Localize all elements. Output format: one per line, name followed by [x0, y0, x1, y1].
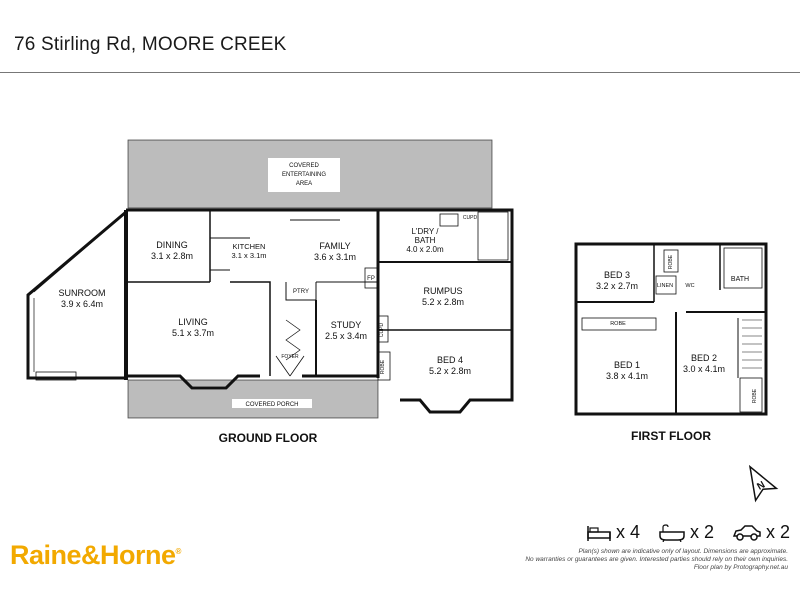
bathrooms-count: x 2: [689, 522, 714, 542]
bed4-label: BED 4: [437, 355, 463, 365]
disclaimer-line: Plan(s) shown are indicative only of lay…: [578, 548, 788, 555]
disclaimer-line: No warranties or guarantees are given. I…: [525, 556, 788, 563]
bed3-label: BED 3: [604, 270, 630, 280]
car-icon: [732, 524, 761, 541]
covered-area-label: AREA: [296, 181, 312, 187]
robe-label: ROBE: [610, 321, 626, 327]
wc-label: WC: [685, 283, 694, 289]
covered-area-label: COVERED: [289, 163, 319, 169]
study-label: STUDY: [331, 320, 362, 330]
bath-icon: [659, 523, 685, 542]
covered-porch-label: COVERED PORCH: [245, 402, 298, 408]
linen-label: LINEN: [657, 283, 673, 289]
rumpus-size: 5.2 x 2.8m: [422, 297, 464, 307]
bedrooms-count: x 4: [615, 522, 640, 542]
rumpus-label: RUMPUS: [423, 286, 462, 296]
registered-mark: ®: [175, 547, 182, 556]
kitchen-label: KITCHEN: [233, 242, 266, 251]
bed1-label: BED 1: [614, 360, 640, 370]
bed1-size: 3.8 x 4.1m: [606, 371, 648, 381]
feature-summary: x 4 x 2 x 2: [586, 522, 790, 543]
cars-feature: x 2: [732, 522, 790, 543]
family-size: 3.6 x 3.1m: [314, 252, 356, 262]
laundry-label-2: BATH: [415, 236, 436, 245]
robe-label: ROBE: [668, 254, 674, 269]
laundry-size: 4.0 x 2.0m: [406, 245, 444, 254]
disclaimer: Plan(s) shown are indicative only of lay…: [458, 548, 788, 572]
bedrooms-feature: x 4: [586, 522, 640, 543]
north-arrow-icon: N: [748, 464, 779, 503]
property-address: 76 Stirling Rd, MOORE CREEK: [14, 34, 287, 55]
sunroom-label: SUNROOM: [59, 288, 106, 298]
laundry-label: L'DRY /: [411, 227, 439, 236]
header-divider: [0, 72, 800, 73]
bed2-size: 3.0 x 4.1m: [683, 364, 725, 374]
kitchen-size: 3.1 x 3.1m: [231, 251, 266, 260]
bed4-size: 5.2 x 2.8m: [429, 366, 471, 376]
fireplace-label: FP: [367, 276, 375, 282]
bathrooms-feature: x 2: [658, 522, 714, 543]
sunroom-size: 3.9 x 6.4m: [61, 299, 103, 309]
living-size: 5.1 x 3.7m: [172, 328, 214, 338]
living-label: LIVING: [178, 317, 208, 327]
cupboard-label: CUPD: [463, 215, 478, 221]
pantry-label: PTRY: [293, 289, 309, 295]
disclaimer-line: Floor plan by Protography.net.au: [693, 564, 788, 571]
robe-label: ROBE: [752, 388, 758, 403]
first-floor-label: FIRST FLOOR: [631, 429, 711, 443]
svg-text:N: N: [755, 480, 767, 493]
first-floor-walls: [574, 242, 768, 416]
dining-label: DINING: [156, 240, 188, 250]
covered-area-label: ENTERTAINING: [282, 172, 326, 178]
dining-size: 3.1 x 2.8m: [151, 251, 193, 261]
robe-label: ROBE: [380, 359, 386, 374]
cupboard-label: CUPD: [379, 323, 385, 338]
brand-logo: Raine&Horne®: [10, 540, 181, 571]
bed2-label: BED 2: [691, 353, 717, 363]
ground-floor-walls: [124, 208, 380, 390]
study-size: 2.5 x 3.4m: [325, 331, 367, 341]
bed-icon: [587, 525, 611, 541]
brand-name: Raine&Horne: [10, 540, 176, 570]
bath-label: BATH: [731, 276, 749, 283]
foyer-label: FOYER: [281, 354, 299, 360]
bed3-size: 3.2 x 2.7m: [596, 281, 638, 291]
ground-floor-label: GROUND FLOOR: [219, 431, 318, 445]
sunroom-walls: [26, 210, 127, 381]
family-label: FAMILY: [319, 241, 350, 251]
ground-right-walls: [377, 208, 514, 414]
cars-count: x 2: [765, 522, 790, 542]
